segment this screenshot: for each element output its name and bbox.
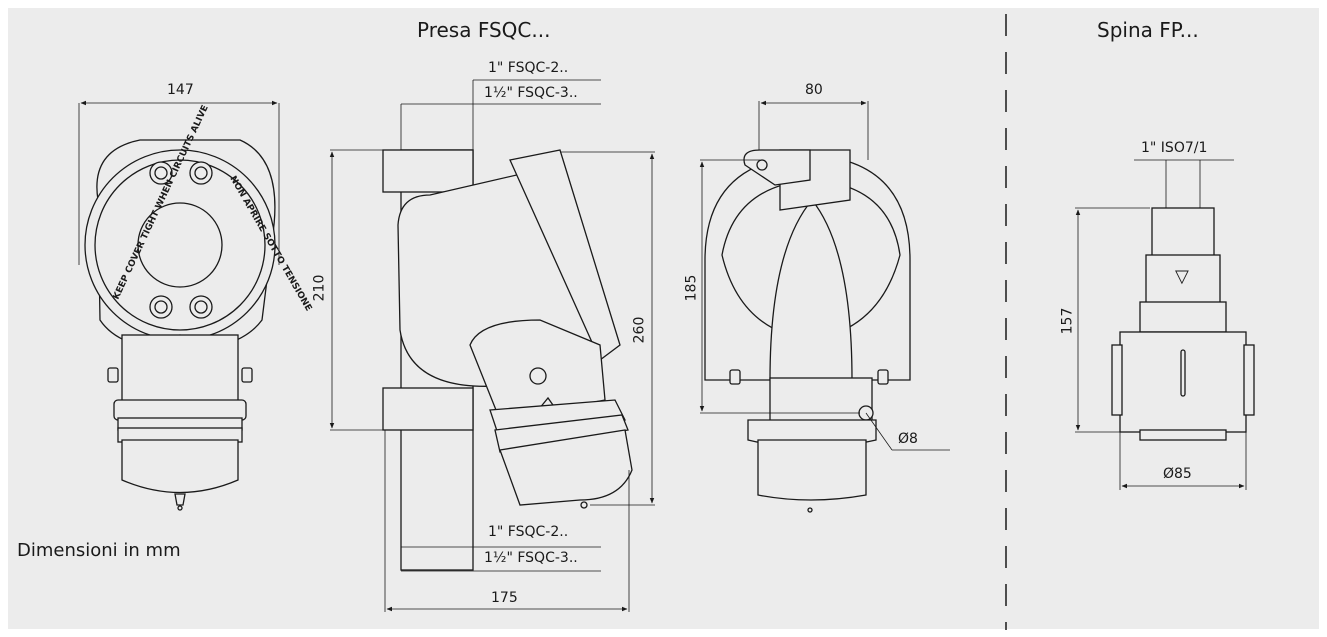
plug-view bbox=[1075, 159, 1255, 490]
rear-view bbox=[699, 100, 950, 513]
side-depth-dim: 175 bbox=[491, 590, 518, 606]
side-total-height-dim: 260 bbox=[631, 316, 648, 344]
front-width-dim: 147 bbox=[167, 82, 194, 98]
side-thread-bottom-1: 1" FSQC-2.. bbox=[488, 524, 569, 540]
rear-hole-dim: Ø8 bbox=[898, 431, 918, 447]
side-thread-bottom-2: 1½" FSQC-3.. bbox=[484, 550, 578, 566]
side-thread-top-2: 1½" FSQC-3.. bbox=[484, 85, 578, 101]
plug-triangle-mark: ▽ bbox=[1175, 266, 1189, 287]
title-presa: Presa FSQC... bbox=[417, 18, 551, 42]
side-view bbox=[329, 79, 655, 612]
rear-height-dim: 185 bbox=[683, 274, 700, 302]
side-thread-top-1: 1" FSQC-2.. bbox=[488, 60, 569, 76]
title-spina: Spina FP... bbox=[1097, 18, 1199, 42]
units-note: Dimensioni in mm bbox=[17, 540, 181, 561]
front-view bbox=[78, 100, 280, 511]
rear-width-dim: 80 bbox=[805, 82, 823, 98]
plug-height-dim: 157 bbox=[1059, 307, 1076, 335]
plug-diameter-dim: Ø85 bbox=[1163, 466, 1192, 482]
side-height-dim: 210 bbox=[311, 274, 328, 302]
plug-thread-label: 1" ISO7/1 bbox=[1141, 140, 1208, 156]
